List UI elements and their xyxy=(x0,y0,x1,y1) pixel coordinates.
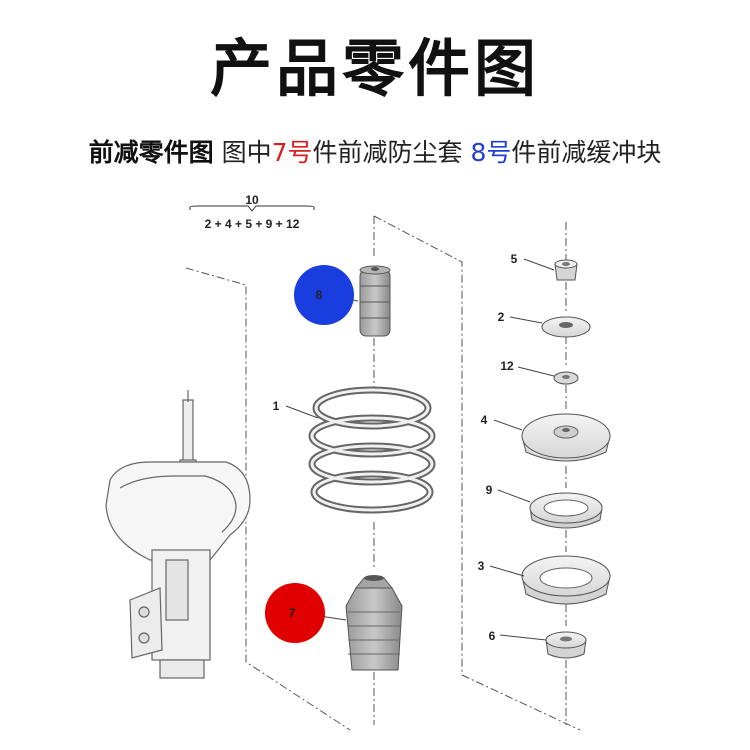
group-label-number: 10 xyxy=(245,193,259,207)
subtitle-text-3: 件前减缓冲块 xyxy=(511,138,662,167)
part-12-small-washer xyxy=(553,371,579,385)
part-4-top-mount xyxy=(521,413,611,462)
callout-6: 6 xyxy=(489,629,496,643)
part-7-marker xyxy=(265,583,325,643)
callout-12: 12 xyxy=(500,359,514,373)
callout-2: 2 xyxy=(498,310,505,324)
part-8-bump-stop xyxy=(359,265,391,337)
callout-8: 8 xyxy=(316,288,323,302)
subtitle-text-1: 图中 xyxy=(213,138,272,167)
callout-3: 3 xyxy=(478,559,485,573)
group-label-formula: 2 + 4 + 5 + 9 + 12 xyxy=(205,217,300,231)
part-6-lower-seat xyxy=(545,631,587,659)
page-title: 产品零件图 xyxy=(209,32,540,105)
subtitle-lead: 前减零件图 xyxy=(88,138,214,167)
callout-5: 5 xyxy=(511,252,518,266)
callout-4: 4 xyxy=(481,413,488,427)
callout-numbers: 1 8 7 5 2 12 4 9 3 6 xyxy=(273,252,518,643)
assembly-guides xyxy=(185,215,581,731)
subtitle-text-2: 件前减防尘套 xyxy=(312,138,471,167)
group-label: 10 2 + 4 + 5 + 9 + 12 xyxy=(189,193,315,231)
part-8-marker xyxy=(294,265,354,325)
part-7-dust-boot xyxy=(345,575,403,671)
callout-7: 7 xyxy=(289,606,296,620)
part-8-ref: 8号 xyxy=(470,138,512,167)
callout-1: 1 xyxy=(273,399,280,413)
strut-assembly xyxy=(105,390,251,679)
part-2-washer xyxy=(541,316,591,338)
part-5-nut xyxy=(554,259,578,281)
part-9-bearing xyxy=(529,492,603,529)
part-7-ref: 7号 xyxy=(271,138,313,167)
part-1-coil-spring-highlight xyxy=(310,388,434,512)
callout-9: 9 xyxy=(486,483,493,497)
part-3-spring-seat xyxy=(521,555,611,605)
subtitle: 前减零件图 图中7号件前减防尘套 8号件前减缓冲块 xyxy=(0,140,750,165)
